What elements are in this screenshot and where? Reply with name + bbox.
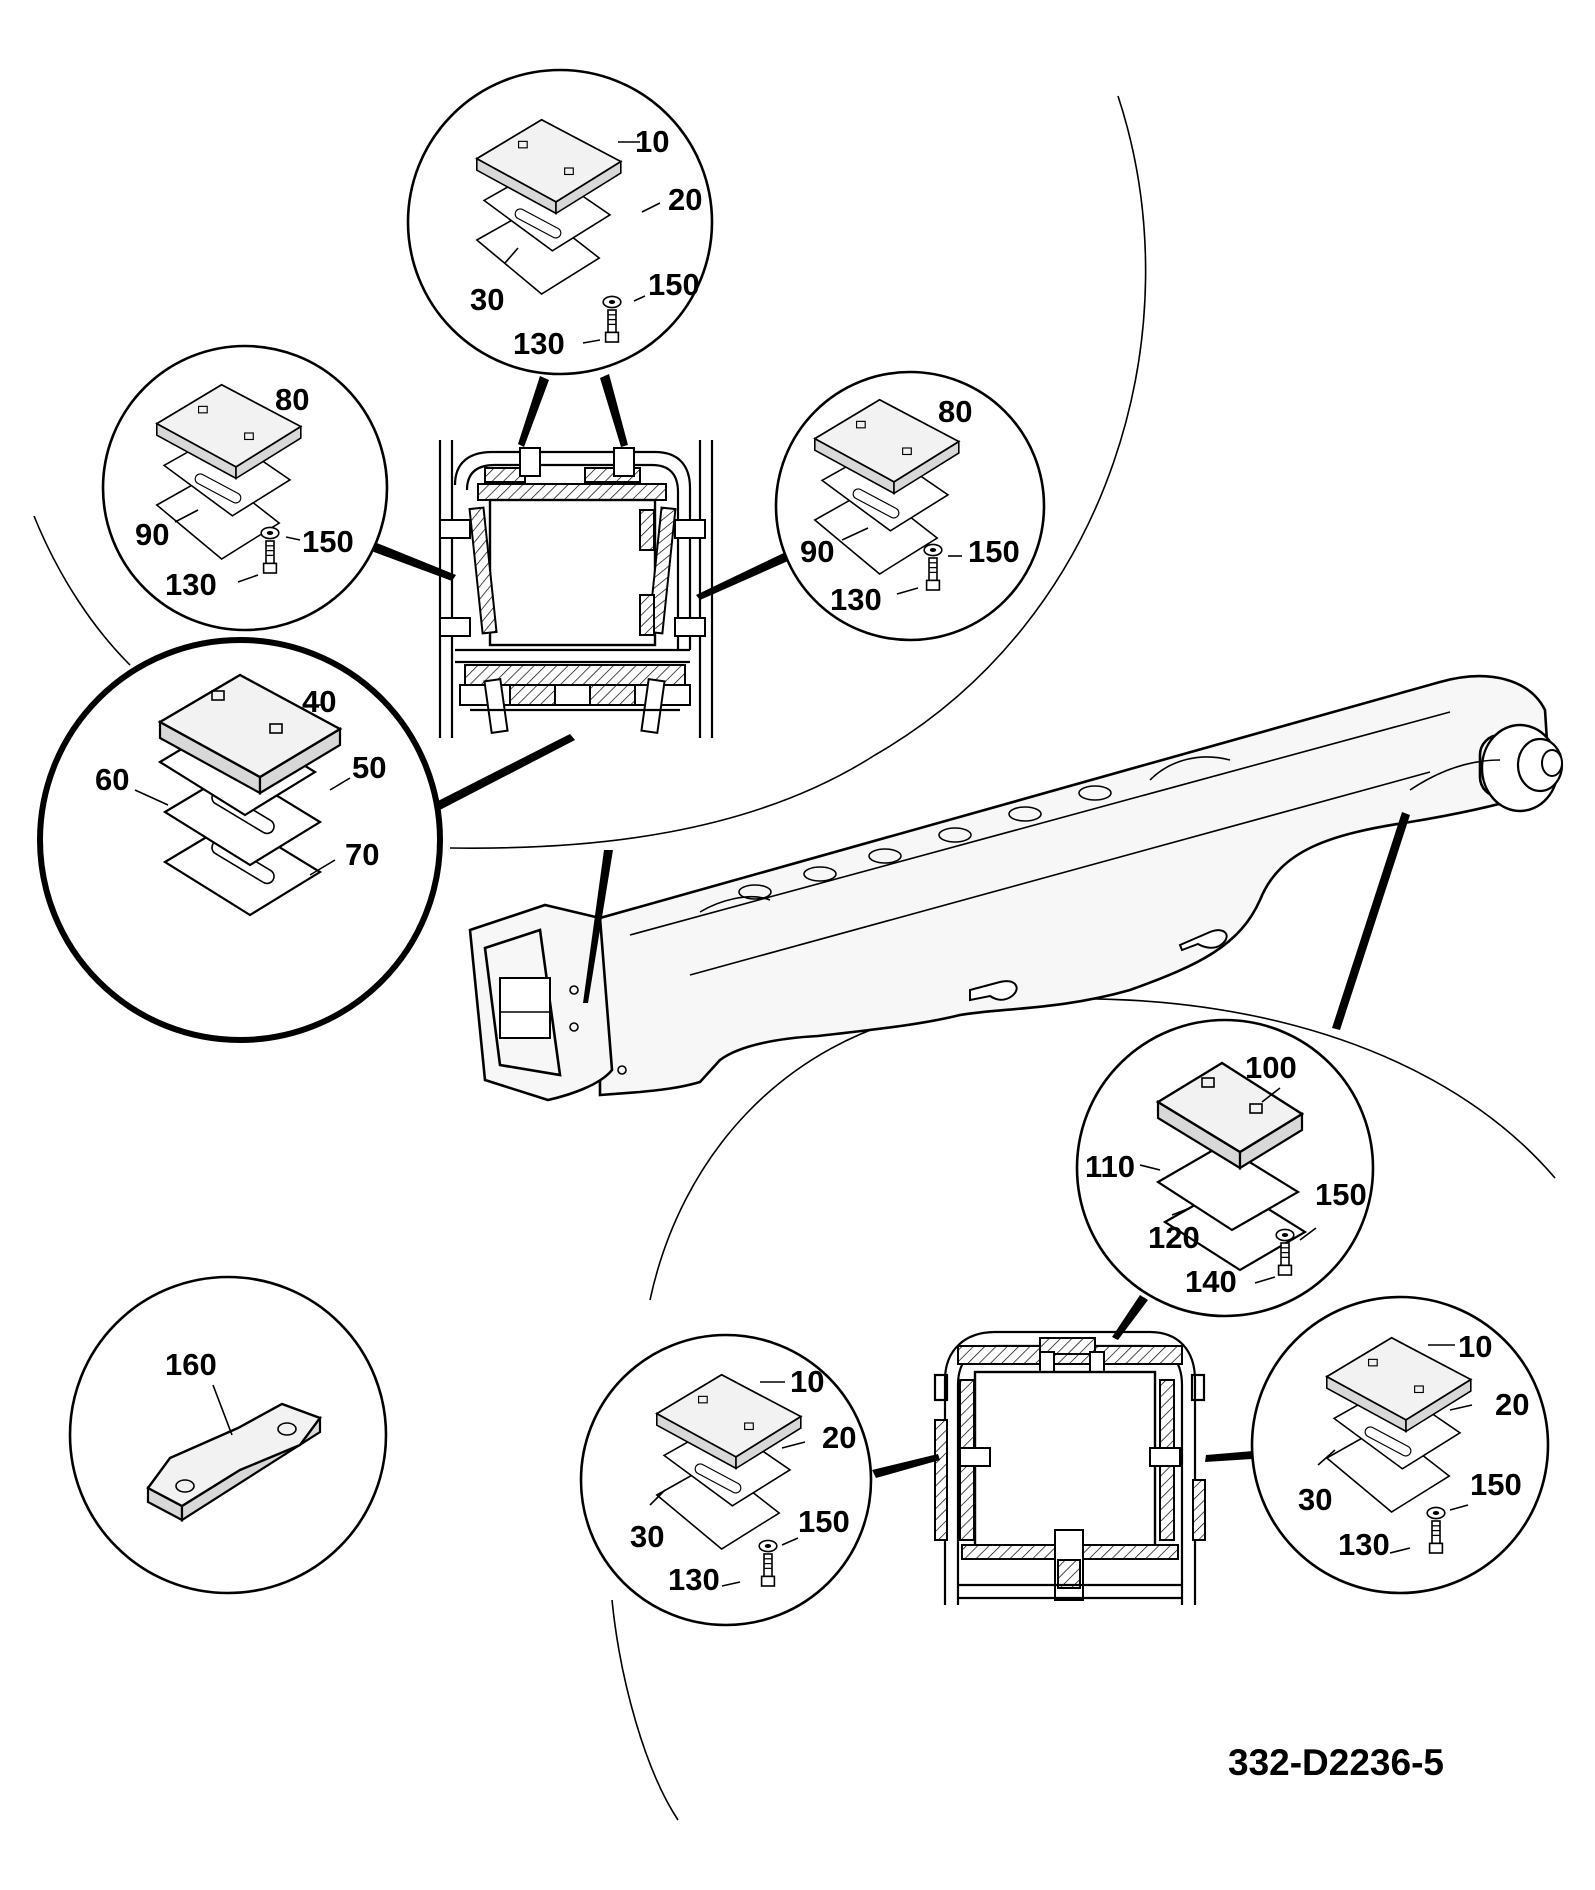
detail-top: 10 20 30 150 130 xyxy=(406,68,714,376)
label-130: 130 xyxy=(830,582,882,617)
label-90: 90 xyxy=(135,517,169,552)
label-20: 20 xyxy=(822,1420,856,1455)
label-120: 120 xyxy=(1148,1220,1200,1255)
label-150: 150 xyxy=(798,1504,850,1539)
label-130: 130 xyxy=(1338,1527,1390,1562)
upper-left-guide-arc xyxy=(33,515,131,666)
label-90: 90 xyxy=(800,534,834,569)
detail-lower-top: 100 110 120 150 140 xyxy=(1075,1018,1375,1318)
label-60: 60 xyxy=(95,762,129,797)
upper-cross-section xyxy=(438,440,714,738)
upper-guide-arc xyxy=(449,95,1147,849)
label-20: 20 xyxy=(1495,1387,1529,1422)
label-10: 10 xyxy=(635,124,669,159)
label-150: 150 xyxy=(1315,1177,1367,1212)
label-100: 100 xyxy=(1245,1050,1297,1085)
label-80: 80 xyxy=(938,394,972,429)
label-80: 80 xyxy=(275,382,309,417)
detail-lower-right: 10 20 30 150 130 xyxy=(1250,1295,1550,1595)
label-10: 10 xyxy=(1458,1329,1492,1364)
label-160: 160 xyxy=(165,1347,217,1382)
label-30: 30 xyxy=(630,1519,664,1554)
detail-part-160: 160 xyxy=(68,1275,388,1595)
label-50: 50 xyxy=(352,750,386,785)
label-150: 150 xyxy=(1470,1467,1522,1502)
label-30: 30 xyxy=(470,282,504,317)
lower-cross-section xyxy=(933,1330,1206,1605)
detail-right: 80 90 150 130 xyxy=(774,370,1046,642)
label-70: 70 xyxy=(345,837,379,872)
label-40: 40 xyxy=(302,684,336,719)
label-130: 130 xyxy=(513,326,565,361)
label-130: 130 xyxy=(165,567,217,602)
label-150: 150 xyxy=(648,267,700,302)
label-130: 130 xyxy=(668,1562,720,1597)
label-10: 10 xyxy=(790,1364,824,1399)
lower-left-guide-arc xyxy=(611,1599,679,1821)
detail-left: 80 90 150 130 xyxy=(101,344,389,632)
label-150: 150 xyxy=(968,534,1020,569)
label-30: 30 xyxy=(1298,1482,1332,1517)
label-150: 150 xyxy=(302,524,354,559)
drawing-code: 332-D2236-5 xyxy=(1228,1742,1444,1783)
detail-lower-left: 10 20 30 150 130 xyxy=(579,1333,873,1627)
boom-head-section xyxy=(468,903,627,1102)
label-140: 140 xyxy=(1185,1264,1237,1299)
detail-big-left: 40 50 60 70 xyxy=(37,637,443,1043)
telescopic-boom xyxy=(598,674,1564,1097)
label-110: 110 xyxy=(1085,1149,1135,1184)
label-20: 20 xyxy=(668,182,702,217)
